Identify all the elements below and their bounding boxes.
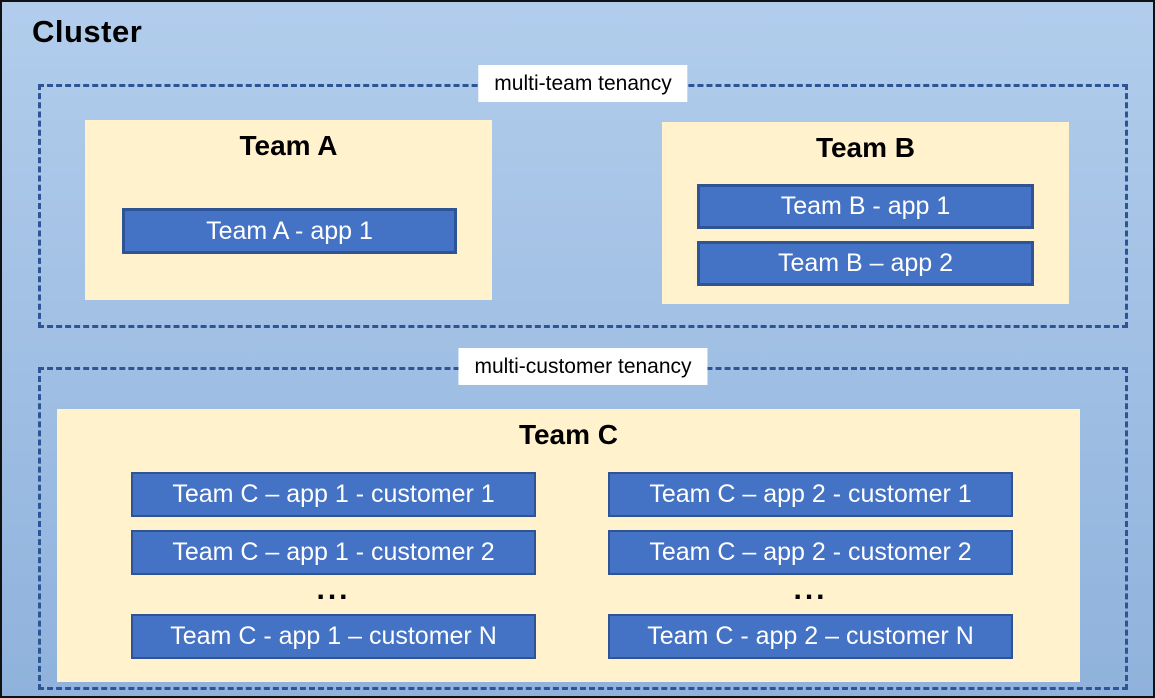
team-c-app2-column: Team C – app 2 - customer 1 Team C – app…	[608, 472, 1013, 662]
section-label-multi-customer: multi-customer tenancy	[458, 348, 708, 386]
app-box-team-a-app-1: Team A - app 1	[122, 208, 457, 254]
team-box-b: Team B Team B - app 1 Team B – app 2	[662, 122, 1069, 304]
ellipsis-app1-column: ...	[316, 573, 351, 606]
app-box-team-c-app2-customer2: Team C – app 2 - customer 2	[608, 530, 1013, 575]
section-multi-team-tenancy: multi-team tenancy Team A Team A - app 1…	[38, 65, 1128, 328]
section-label-multi-team: multi-team tenancy	[478, 65, 688, 103]
team-a-title: Team A	[239, 130, 338, 161]
app-box-team-b-app-2: Team B – app 2	[697, 241, 1034, 286]
ellipsis-app2-column: ...	[793, 573, 828, 606]
team-b-title: Team B	[815, 132, 916, 163]
app-box-team-b-app-1: Team B - app 1	[697, 184, 1034, 229]
section-multi-customer-tenancy: multi-customer tenancy Team C Team C – a…	[38, 348, 1128, 690]
app-box-team-c-app2-customerN: Team C - app 2 – customer N	[608, 614, 1013, 659]
app-box-team-c-app1-customer1: Team C – app 1 - customer 1	[131, 472, 536, 517]
app-box-team-c-app1-customerN: Team C - app 1 – customer N	[131, 614, 536, 659]
team-c-app1-column: Team C – app 1 - customer 1 Team C – app…	[131, 472, 536, 662]
app-box-team-c-app1-customer2: Team C – app 1 - customer 2	[131, 530, 536, 575]
team-c-title: Team C	[518, 419, 619, 450]
team-box-c: Team C Team C – app 1 - customer 1 Team …	[57, 409, 1080, 682]
cluster-title: Cluster	[32, 14, 143, 49]
team-box-a: Team A Team A - app 1	[85, 120, 492, 300]
app-box-team-c-app2-customer1: Team C – app 2 - customer 1	[608, 472, 1013, 517]
